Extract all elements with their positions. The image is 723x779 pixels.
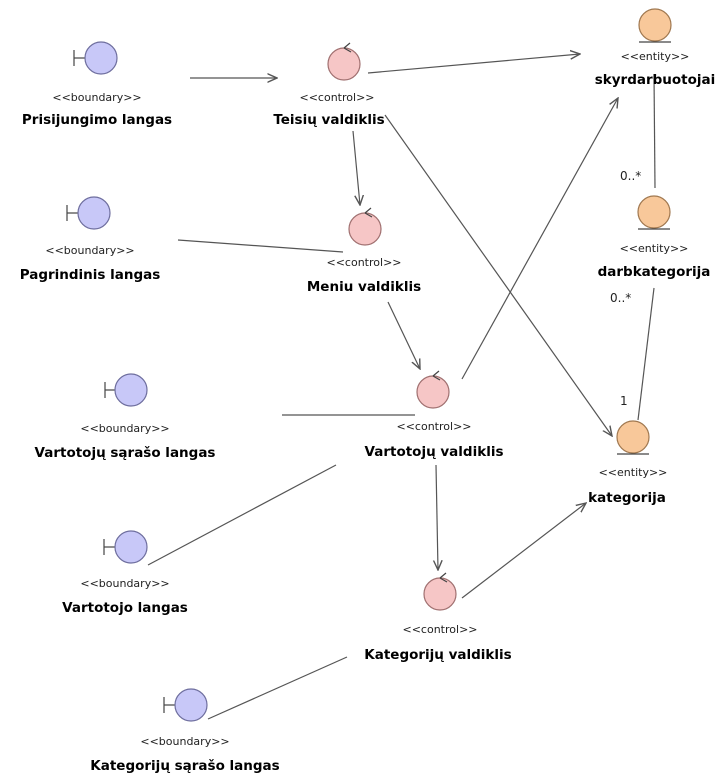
node-pagrindinis-langas[interactable]: <<boundary>> Pagrindinis langas [20, 196, 161, 283]
node-prisijungimo-langas[interactable]: <<boundary>> Prisijungimo langas [22, 41, 172, 128]
node-stereotype: <<boundary>> [52, 91, 141, 104]
node-label: Kategorijų valdiklis [364, 647, 511, 663]
node-stereotype: <<control>> [403, 623, 478, 636]
edge-vartotojo-vartotoju [147, 464, 337, 566]
entity-icon [616, 420, 650, 455]
node-teisiu-valdiklis[interactable]: <<control>> Teisių valdiklis [273, 42, 385, 128]
node-label: Vartotojų sąrašo langas [35, 445, 216, 461]
boundary-icon [104, 373, 148, 407]
node-stereotype: <<control>> [300, 91, 375, 104]
node-vartotojo-langas[interactable]: <<boundary>> Vartotojo langas [62, 530, 188, 616]
node-label: Vartotojo langas [62, 600, 188, 616]
edge-vartotoju-to-kategoriju [436, 464, 438, 570]
node-label: kategorija [588, 490, 666, 506]
node-stereotype: <<control>> [397, 420, 472, 433]
node-vartotoju-valdiklis[interactable]: <<control>> Vartotojų valdiklis [365, 370, 504, 460]
node-stereotype: <<boundary>> [45, 244, 134, 257]
multiplicity-skyr-darb: 0..* [620, 169, 641, 183]
entity-icon [638, 8, 672, 43]
edge-skyrdarbuotojai-darbkategorija [653, 73, 656, 189]
control-icon [423, 572, 457, 611]
edge-pagrindinis-meniu [177, 239, 344, 253]
node-label: Kategorijų sąrašo langas [90, 758, 279, 774]
node-label: Vartotojų valdiklis [365, 444, 504, 460]
node-stereotype: <<boundary>> [80, 422, 169, 435]
node-stereotype: <<boundary>> [140, 735, 229, 748]
node-stereotype: <<entity>> [599, 466, 668, 479]
node-vartotoju-sraso-langas[interactable]: <<boundary>> Vartotojų sąrašo langas [35, 373, 216, 461]
edge-kategoriju-to-kategorija [461, 503, 586, 599]
node-stereotype: <<boundary>> [80, 577, 169, 590]
node-label: Pagrindinis langas [20, 267, 161, 283]
boundary-icon [66, 196, 111, 230]
node-label: Meniu valdiklis [307, 279, 421, 295]
boundary-icon [103, 530, 148, 564]
node-kategorija[interactable]: <<entity>> kategorija [588, 420, 668, 506]
multiplicity-darb-kat-top: 0..* [610, 291, 631, 305]
edge-darbkategorija-kategorija [637, 287, 655, 421]
node-stereotype: <<control>> [327, 256, 402, 269]
edge-meniu-to-vartotoju [387, 301, 420, 369]
multiplicity-darb-kat-bottom: 1 [620, 394, 628, 408]
boundary-icon [73, 41, 118, 75]
edge-vartotoju-to-skyrdarbuotojai [461, 98, 618, 380]
node-kategoriju-sraso-langas[interactable]: <<boundary>> Kategorijų sąrašo langas [90, 688, 280, 774]
node-stereotype: <<entity>> [620, 242, 689, 255]
node-label: Teisių valdiklis [273, 112, 384, 128]
control-icon [327, 42, 361, 81]
node-meniu-valdiklis[interactable]: <<control>> Meniu valdiklis [307, 207, 421, 295]
boundary-icon [163, 688, 208, 722]
node-kategoriju-valdiklis[interactable]: <<control>> Kategorijų valdiklis [364, 572, 512, 663]
node-label: darbkategorija [598, 264, 711, 280]
edges [147, 54, 656, 720]
node-label: skyrdarbuotojai [595, 72, 716, 88]
control-icon [416, 370, 450, 409]
node-darbkategorija[interactable]: <<entity>> darbkategorija [598, 195, 711, 280]
node-label: Prisijungimo langas [22, 112, 172, 128]
edge-teisiu-to-skyrdarbuotojai [367, 54, 580, 74]
control-icon [348, 207, 382, 246]
edge-teisiu-to-kategorija [384, 114, 612, 436]
node-skyrdarbuotojai[interactable]: <<entity>> skyrdarbuotojai [595, 8, 716, 88]
entity-icon [637, 195, 671, 230]
edge-teisiu-to-meniu [352, 130, 360, 205]
node-stereotype: <<entity>> [621, 50, 690, 63]
edge-kategoriju-sraso-kategoriju [207, 656, 348, 720]
